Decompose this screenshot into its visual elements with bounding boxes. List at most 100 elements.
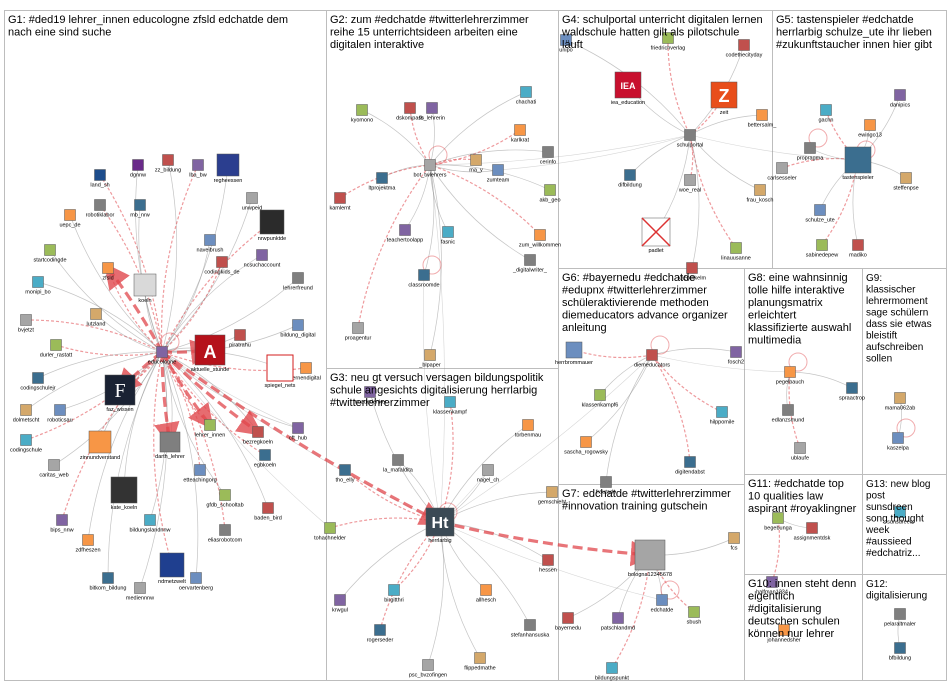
node-mediennnw[interactable]: mediennnw: [126, 582, 154, 602]
node-sunsdreen[interactable]: sunsdreen: [887, 506, 913, 526]
node-psc-bvzofingen[interactable]: psc_bvzofingen: [409, 659, 447, 679]
node-propragma[interactable]: propragma: [797, 142, 825, 162]
node-teachertoolapp[interactable]: teachertoolapp: [387, 224, 423, 244]
node-unipo[interactable]: unipo: [559, 34, 573, 54]
node-bildungslandnnw[interactable]: bildungslandnnw: [130, 514, 171, 534]
node-dgnnw[interactable]: dgnnw: [130, 159, 146, 179]
node-krwgul[interactable]: krwgul: [332, 594, 348, 614]
node-ma-y[interactable]: ma_y: [469, 154, 483, 174]
node-bayernedu[interactable]: bayernedu: [555, 612, 581, 632]
node-bitkom-bildung[interactable]: bitkom_bildung: [90, 572, 127, 592]
node-codingschule[interactable]: codingschule: [10, 434, 42, 454]
node-monipi-bo[interactable]: monipi_bo: [25, 276, 51, 296]
node-bologna12345678[interactable]: bologna12345678: [628, 539, 672, 578]
node-rogerseder[interactable]: rogerseder: [367, 624, 394, 644]
node-piratrahu[interactable]: piratrahu: [229, 329, 251, 349]
node-ncsuchaccount[interactable]: ncsuchaccount: [244, 249, 281, 269]
node-lernendigital[interactable]: lernendigital: [291, 362, 321, 382]
node-tho-elly[interactable]: tho_elly: [336, 464, 355, 484]
node-fasnic[interactable]: fasnic: [441, 226, 456, 246]
node-proagentur[interactable]: proagentur: [345, 322, 372, 342]
node-muadedenker[interactable]: muadedenker: [353, 386, 387, 406]
node-darth-lehrer[interactable]: darth_lehrer: [155, 431, 185, 460]
node-gachn[interactable]: gachn: [819, 104, 834, 124]
node-birgitthri[interactable]: birgitthri: [384, 584, 404, 604]
node-oervartenberg[interactable]: oervartenberg: [179, 572, 213, 592]
node-bvjetzt[interactable]: bvjetzt: [18, 314, 34, 334]
node-zinnundverstand[interactable]: zinnundverstand: [80, 430, 120, 461]
node-spraactrop[interactable]: spraactrop: [839, 382, 865, 402]
node-edchatde[interactable]: edchatde: [651, 594, 674, 614]
node-frautado[interactable]: frautado: [596, 476, 616, 496]
node-roboticsau[interactable]: roboticsau: [47, 404, 73, 424]
node-robotiklabor[interactable]: robotiklabor: [86, 199, 115, 219]
node-dolmetscht[interactable]: dolmetscht: [13, 404, 40, 424]
node-fb-lehrerin[interactable]: fb_lehrerin: [419, 102, 445, 122]
node-pegelbauch[interactable]: pegelbauch: [776, 366, 804, 386]
node-sbush[interactable]: sbush: [687, 606, 702, 626]
node-bfbildung[interactable]: bfbildung: [889, 642, 911, 662]
node-herrbrommauer[interactable]: herrbrommauer: [555, 341, 593, 366]
node-dskompass[interactable]: dskompass: [396, 102, 424, 122]
node-kate-koeln[interactable]: kate_koeln: [111, 476, 138, 511]
node-caritas-web[interactable]: caritas_web: [39, 459, 69, 479]
node-lutzland[interactable]: lutzland: [87, 308, 106, 328]
node-land-sh[interactable]: land_sh: [90, 169, 110, 189]
node-johannedsher[interactable]: johannedsher: [766, 624, 801, 644]
node-bettersalm-[interactable]: bettersalm_: [748, 109, 778, 129]
node--blpaper[interactable]: _blpaper: [418, 349, 441, 369]
node-halfman1234[interactable]: halfman1234: [756, 576, 788, 596]
node-assignmentdsk[interactable]: assignmentdsk: [794, 522, 831, 542]
node-naveibrush[interactable]: naveibrush: [197, 234, 224, 254]
node-codethecityday[interactable]: codethecityday: [726, 39, 763, 59]
node-koeln[interactable]: koeln: [133, 273, 157, 304]
node-padlet[interactable]: padlet: [641, 217, 671, 254]
node-edlanzsmund[interactable]: edlanzsmund: [772, 404, 805, 424]
node-frau-kosch[interactable]: frau_kosch: [747, 184, 774, 204]
node-bot-twlehrers[interactable]: bot_twlehrers: [413, 159, 447, 179]
node-unwpeid[interactable]: unwpeid: [242, 192, 263, 212]
node-fosch2[interactable]: fosch2: [728, 346, 744, 366]
node-torbenmau[interactable]: torbenmau: [515, 419, 541, 439]
node-flippedmathe[interactable]: flippedmathe: [464, 652, 496, 672]
node-ndmetzwelt[interactable]: ndmetzwelt: [158, 552, 186, 585]
node-klassenkampf[interactable]: klassenkampf: [433, 396, 467, 416]
node-cft-hub[interactable]: cft_hub: [289, 422, 307, 442]
node-akb-geo[interactable]: akb_geo: [539, 184, 561, 204]
node-sascha-rogowsky[interactable]: sascha_rogowsky: [564, 436, 608, 456]
node-baden-bird[interactable]: baden_bird: [254, 502, 282, 522]
node-hilppomile[interactable]: hilppomile: [710, 406, 735, 426]
node-pelaraltmaler[interactable]: pelaraltmaler: [884, 608, 916, 628]
node-zdfheszen[interactable]: zdfheszen: [75, 534, 101, 554]
node-lehrerfreund[interactable]: lehrerfreund: [283, 272, 313, 292]
node-chachati[interactable]: chachati: [516, 86, 537, 106]
node-madiko[interactable]: madiko: [849, 239, 867, 259]
node-begebunga[interactable]: begebunga: [764, 512, 793, 532]
node-bips-nnw[interactable]: bips_nnw: [50, 514, 74, 534]
node-nrwpunktde[interactable]: nrwpunktde: [258, 209, 286, 242]
node-difbildung[interactable]: difbildung: [618, 169, 642, 189]
node-friedrichverlag[interactable]: friedrichverlag: [651, 32, 686, 52]
node-zumteam[interactable]: zumteam: [487, 164, 510, 184]
node-gfdb-schooltab[interactable]: gfdb_schooltab: [206, 489, 244, 509]
node-uepc-de[interactable]: uepc_de: [59, 209, 81, 229]
node-zz-bildung[interactable]: zz_bildung: [155, 154, 181, 174]
node-schulportal[interactable]: schulportal: [677, 129, 704, 149]
node-tastenspieler[interactable]: tastenspieler: [842, 146, 874, 181]
node-digitendabst[interactable]: digitendabst: [675, 456, 705, 476]
node-lehrer-innen[interactable]: lehrer_innen: [195, 419, 226, 439]
node-bezregkoeln[interactable]: bezregkoeln: [243, 426, 273, 446]
node--digitalwriter-[interactable]: _digitalwriter_: [512, 254, 548, 274]
node-linauusanne[interactable]: linauusanne: [721, 242, 751, 262]
node-carlsesseler[interactable]: carlsesseler: [767, 162, 797, 182]
node-spiegel-nets[interactable]: spiegel_nets: [265, 354, 296, 389]
node-bildungspunkt[interactable]: bildungspunkt: [595, 662, 629, 682]
node-startcodingde[interactable]: startcodingde: [33, 244, 67, 264]
node-schulze-ute[interactable]: schulze_ute: [805, 204, 835, 224]
node-kyomono[interactable]: kyomono: [351, 104, 373, 124]
